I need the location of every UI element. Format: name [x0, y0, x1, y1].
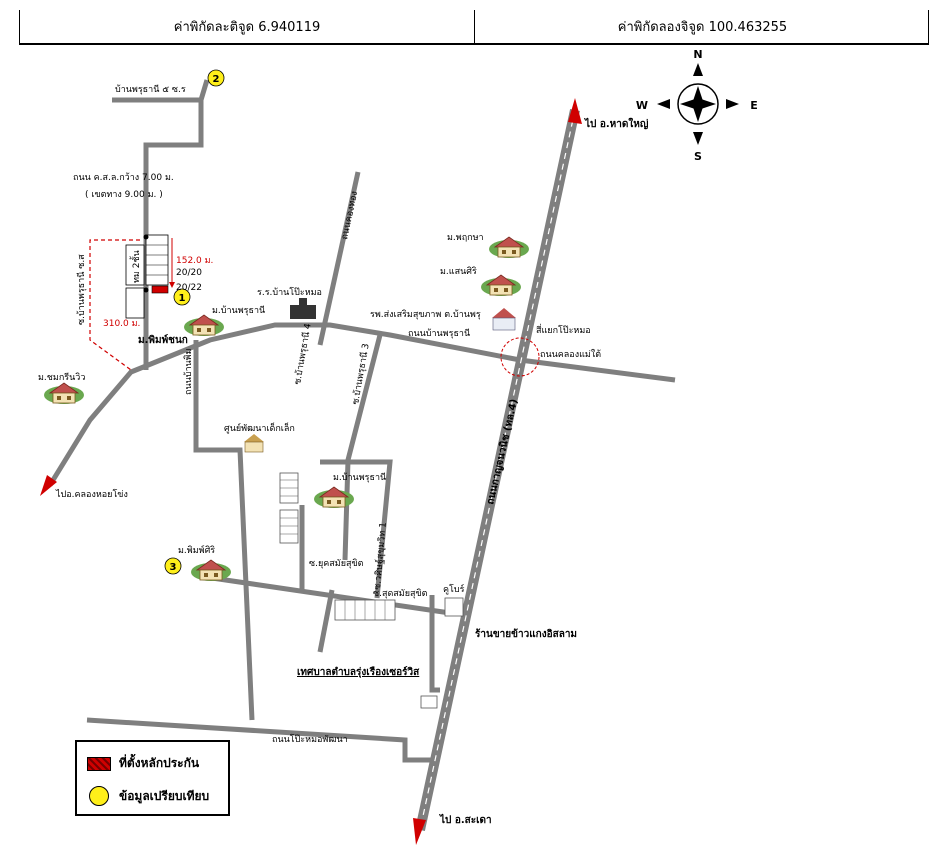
- junction-circle: [500, 337, 540, 377]
- label-kubo: คูโบร์: [443, 583, 465, 595]
- comparison-marker-2: 2: [207, 69, 225, 87]
- arrow-south-icon: [413, 818, 426, 845]
- subject-parcel: [151, 285, 169, 294]
- label-road-width-sub: ( เขตทาง 9.00 ม. ): [85, 190, 163, 200]
- label-row-house: ทม 2ชั้น: [129, 250, 142, 283]
- comparison-swatch-icon: [89, 786, 109, 806]
- svg-text:W: W: [636, 99, 648, 112]
- label-dist-310: 310.0 ม.: [103, 319, 140, 329]
- label-m-chomkrinwin: ม.ชมกรีนวิว: [38, 372, 85, 383]
- label-dist-152: 152.0 ม.: [176, 256, 213, 266]
- legend-item-subject: ที่ตั้งหลักประกัน: [87, 754, 199, 773]
- compass-rose-icon: N S W E: [636, 48, 758, 163]
- label-lot-a: 20/20: [176, 268, 202, 278]
- label-hospital: รพ.ส่งเสริมสุขภาพ ต.บ้านพรุ: [370, 309, 481, 320]
- svg-text:1: 1: [179, 293, 186, 304]
- label-m-phrukasa: ม.พฤกษา: [447, 233, 484, 243]
- label-to-khlonghoikhong: ไปอ.คลองหอยโข่ง: [55, 489, 128, 500]
- comparison-marker-1: 1: [173, 288, 191, 306]
- arrow-north-icon: [568, 98, 582, 124]
- label-road-banpru: ถนนบ้านพรุธานี: [408, 328, 470, 339]
- label-road-side: ถนนบ้านพิม: [183, 348, 194, 395]
- label-soi-1: ซ.วศิษฐ์สุขุมวิท 1: [371, 522, 389, 591]
- school-icon: [290, 298, 316, 319]
- label-road-khlongmai: ถนนคลองแม่ใต้: [540, 349, 601, 360]
- svg-text:3: 3: [170, 562, 177, 573]
- map-legend: ที่ตั้งหลักประกัน ข้อมูลเปรียบเทียบ: [75, 740, 230, 816]
- road-banpruthani: [47, 322, 676, 487]
- label-school: ร.ร.บ้านโป๊ะหมอ: [257, 287, 322, 298]
- comparison-marker-3: 3: [164, 557, 182, 575]
- road-side: [193, 340, 255, 721]
- label-m-saensiri: ม.แสนศิริ: [440, 266, 477, 277]
- child-center-icon: [244, 434, 264, 453]
- house-icon: [43, 382, 85, 405]
- house-icon: [190, 559, 232, 582]
- subject-swatch-icon: [87, 756, 111, 771]
- label-junction: สี่แยกโป๊ะหมอ: [536, 323, 591, 336]
- house-icon: [488, 236, 530, 259]
- house-icon: [480, 274, 522, 297]
- svg-text:E: E: [750, 99, 758, 112]
- label-soi-4: ซ.บ้านพรุธานี 4: [292, 322, 314, 385]
- road-kongthong: [317, 171, 361, 346]
- label-soi-pruthani: ซ.บ้านพรุธานี ซ.ส: [76, 254, 87, 325]
- label-soi-sukhum2: ซ.สุดสมัยสุขิต: [373, 588, 428, 599]
- label-to-hatyai: ไป อ.หาดใหญ่: [584, 117, 649, 130]
- road-municipality: [429, 595, 440, 693]
- label-village-5: บ้านพรุธานี ๕ ซ.ร: [115, 84, 186, 95]
- label-lot-b: 20/22: [176, 283, 202, 293]
- house-icon: [183, 314, 225, 337]
- label-m-banpruthani2: ม.บ้านพรุธานี: [333, 472, 386, 483]
- label-child-center: ศูนย์พัฒนาเด็กเล็ก: [224, 421, 295, 434]
- label-rice-shop: ร้านขายข้าวแกงอิสลาม: [475, 628, 577, 640]
- legend-item-comparison: ข้อมูลเปรียบเทียบ: [87, 786, 209, 806]
- label-municipality: เทศบาลตำบลรุ่งเรืองเซอร์วิส: [297, 666, 420, 678]
- label-road-poh-pattana: ถนนโป๊ะหมอพัฒนา: [272, 734, 348, 745]
- label-m-banpruthani: ม.บ้านพรุธานี: [212, 305, 265, 316]
- label-road-kongthong: ถนนคองทอง: [340, 190, 360, 240]
- road-village-5: [112, 79, 210, 103]
- label-m-phimchanok: ม.พิมพ์ชนก: [138, 334, 188, 346]
- svg-text:N: N: [693, 48, 702, 61]
- label-highway: ถนนกาญจนวนิช (ทล.4): [484, 398, 520, 506]
- arrow-southwest-icon: [40, 475, 57, 496]
- label-road-width: ถนน ค.ส.ล.กว้าง 7.00 ม.: [73, 172, 174, 183]
- label-soi-sukhum: ซ.ยุคสมัยสุขิต: [309, 558, 364, 569]
- road-soi-1: [320, 459, 393, 599]
- road-branch: [317, 589, 335, 653]
- highway-4: [413, 98, 582, 845]
- label-m-phimsiri: ม.พิมพ์ศิริ: [178, 544, 215, 556]
- subject-site: [89, 234, 175, 371]
- label-to-sadao: ไป อ.สะเดา: [439, 813, 492, 826]
- longitude-text: ค่าพิกัดลองจิจูด 100.463255: [617, 20, 788, 35]
- latitude-text: ค่าพิกัดละติจูด 6.940119: [20, 10, 475, 43]
- svg-text:2: 2: [213, 74, 220, 85]
- coordinate-bar: ค่าพิกัดละติจูด 6.940119 ค่าพิกัดลองจิจู…: [19, 10, 929, 45]
- hospital-icon: [492, 308, 516, 331]
- svg-text:S: S: [694, 150, 702, 163]
- road-poh-pattana: [86, 717, 432, 763]
